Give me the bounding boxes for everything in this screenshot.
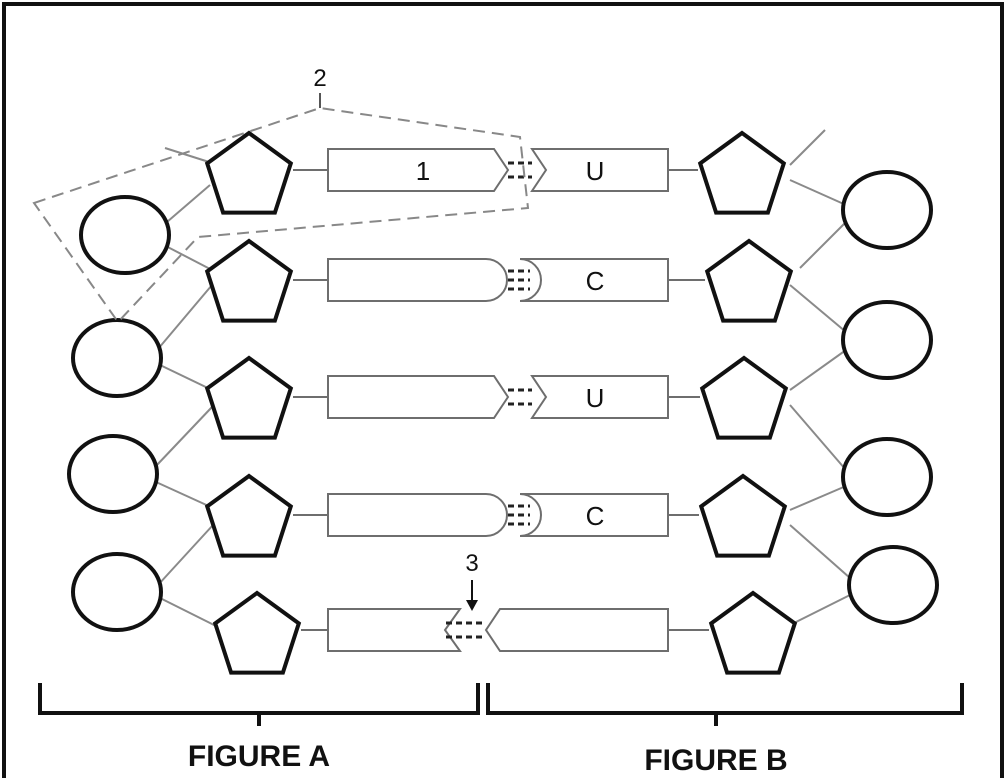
backbone-b-segment <box>789 349 847 391</box>
backbone-a-segment <box>157 524 214 586</box>
caption-figure-a: FIGURE A <box>188 740 330 773</box>
nucleotide-pair: C <box>204 238 794 323</box>
sugar-pentagon <box>212 590 302 675</box>
backbone-b-segment <box>789 594 851 626</box>
phosphate-circle <box>79 195 171 275</box>
backbone-b-top-stub <box>789 129 826 166</box>
base-letter: C <box>586 266 605 296</box>
backbone-b-segment <box>789 485 847 511</box>
base-right <box>519 258 669 302</box>
backbone-a-segment <box>157 284 213 350</box>
base-right <box>519 493 669 537</box>
base-right <box>484 608 669 652</box>
sugar-pentagon <box>204 130 294 215</box>
base-right <box>530 148 669 192</box>
phosphate-circle <box>71 318 163 398</box>
phosphate-circle <box>847 545 939 625</box>
label-3: 3 <box>465 550 478 577</box>
sugar-pentagon <box>697 130 787 215</box>
phosphate-circle <box>841 437 933 517</box>
backbone-a <box>67 147 221 632</box>
phosphate-circle <box>841 300 933 380</box>
sugar-pentagon <box>204 238 294 323</box>
backbone-a-top-stub <box>164 147 210 163</box>
phosphate-circle <box>71 552 163 632</box>
backbone-b-segment <box>789 284 847 333</box>
label-2: 2 <box>313 65 326 92</box>
base-letter: U <box>586 383 605 413</box>
backbone-b-segment <box>799 221 847 269</box>
base-right <box>530 375 669 419</box>
sugar-pentagon <box>204 473 294 558</box>
base-left <box>327 375 510 419</box>
nucleotide-pair: C <box>204 473 788 558</box>
backbone-b <box>789 129 939 626</box>
base-letter: C <box>586 501 605 531</box>
backbone-a-segment <box>159 184 211 229</box>
base-left <box>327 148 510 192</box>
nucleotide-pair: U <box>204 130 787 215</box>
caption-figure-b: FIGURE B <box>644 744 787 777</box>
bracket-figure-b <box>486 683 964 726</box>
bracket-figure-a <box>38 683 480 726</box>
base-letter: U <box>586 156 605 186</box>
sugar-pentagon <box>204 355 294 440</box>
nucleotide-rows: U C U C 1 <box>204 130 798 675</box>
base-left <box>327 493 508 537</box>
sugar-pentagon <box>698 473 788 558</box>
sugar-pentagon <box>704 238 794 323</box>
backbone-a-segment <box>159 364 213 391</box>
backbone-b-segment <box>789 179 847 206</box>
sugar-pentagon <box>699 355 789 440</box>
backbone-a-segment <box>155 481 214 509</box>
backbone-b-segment <box>789 404 847 471</box>
base-left <box>327 258 508 302</box>
label-1: 1 <box>416 156 430 186</box>
base-left <box>327 608 462 652</box>
label-3-arrow-head <box>466 600 478 611</box>
sugar-pentagon <box>708 590 798 675</box>
backbone-a-segment <box>155 406 213 467</box>
nucleotide-pair: U <box>204 355 789 440</box>
phosphate-circle <box>67 434 159 514</box>
nucleotide-dashed-outline <box>32 106 530 324</box>
phosphate-circle <box>841 170 933 250</box>
backbone-b-segment <box>789 524 851 579</box>
nucleotide-pair <box>212 590 798 675</box>
backbone-a-segment <box>159 597 221 629</box>
